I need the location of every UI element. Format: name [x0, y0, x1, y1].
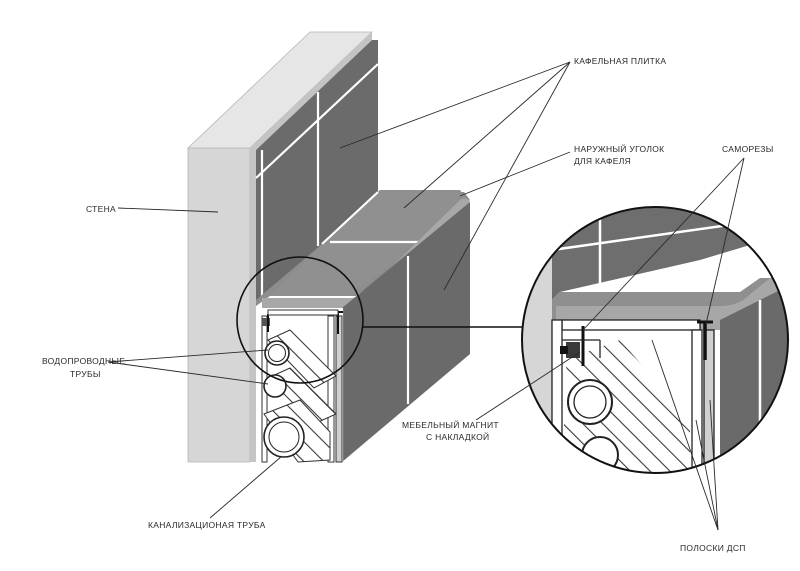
- water-pipe-inner: [268, 344, 286, 362]
- magnet-small: [262, 318, 270, 326]
- zoom-view: [521, 206, 789, 474]
- label-magnet-line1: МЕБЕЛЬНЫЙ МАГНИТ: [402, 419, 499, 430]
- chipboard-strip: [327, 315, 335, 463]
- zoom-chipboard-left: [551, 319, 563, 473]
- box-side-face: [342, 202, 470, 462]
- label-corner-line1: НАРУЖНЫЙ УГОЛОК: [574, 143, 664, 154]
- zoom-chipboard-right-2: [703, 329, 715, 473]
- main-view: [186, 31, 470, 463]
- label-water-pipes-line2: ТРУБЫ: [70, 369, 101, 379]
- label-corner-line2: ДЛЯ КАФЕЛЯ: [574, 156, 631, 166]
- zoom-chipboard-right: [691, 329, 703, 473]
- sewer-pipe: [263, 416, 305, 458]
- label-screws: САМОРЕЗЫ: [722, 144, 774, 154]
- label-tile: КАФЕЛЬНАЯ ПЛИТКА: [574, 56, 666, 66]
- tile-seam: [321, 191, 379, 245]
- label-water-pipes-line1: ВОДОПРОВОДНЫЕ: [42, 356, 125, 366]
- label-sewer-pipe: КАНАЛИЗАЦИОНАЯ ТРУБА: [148, 520, 266, 530]
- sewer-pipe-inner: [268, 421, 300, 453]
- label-magnet-line2: С НАКЛАДКОЙ: [426, 431, 489, 442]
- labels: КАФЕЛЬНАЯ ПЛИТКА НАРУЖНЫЙ УГОЛОК ДЛЯ КАФ…: [42, 56, 774, 553]
- leader-lines: [107, 61, 745, 531]
- zoom-magnet: [566, 342, 580, 358]
- label-chipboard-strips: ПОЛОСКИ ДСП: [680, 543, 746, 553]
- label-wall: СТЕНА: [86, 204, 116, 214]
- chipboard-strip-top: [267, 309, 339, 316]
- tile-seam: [255, 63, 379, 179]
- wall-front-face: [187, 147, 251, 463]
- detail-circle: [236, 256, 364, 384]
- chipboard-strip: [335, 315, 343, 463]
- zoom-circle-outline: [521, 206, 789, 474]
- zoom-magnet-plate: [560, 346, 568, 354]
